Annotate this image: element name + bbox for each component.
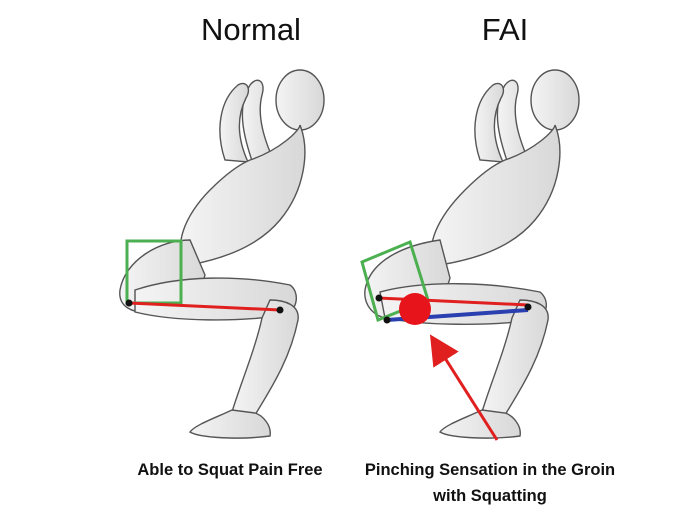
fai-pelvis-point [383,316,391,324]
fai-knee-point [524,303,532,311]
fai-hip-point [375,294,383,302]
normal-foot [188,409,271,439]
normal-torso [180,124,306,266]
fai-caption: Pinching Sensation in the Groin with Squ… [364,461,616,505]
normal-caption: Able to Squat Pain Free [137,461,323,479]
normal-squat-figure [119,69,325,439]
normal-head [275,69,325,131]
fai-head [530,69,580,131]
normal-femur-line [128,301,281,312]
normal-hip-point [125,299,133,307]
normal-panel-title: Normal [201,12,301,47]
normal-arm [241,79,280,171]
fai-foot [438,409,521,439]
normal-shin [231,299,299,416]
fai-squat-figure [364,69,580,439]
normal-arm-back [219,82,250,163]
fai-panel-title: FAI [481,12,529,47]
fai-arm-back [474,82,505,163]
fai-arm [496,79,535,171]
fai-torso [431,124,561,266]
impingement-dot [399,293,431,325]
normal-knee-point [276,306,284,314]
fai-shin [481,299,549,416]
impingement-arrow [429,334,499,441]
